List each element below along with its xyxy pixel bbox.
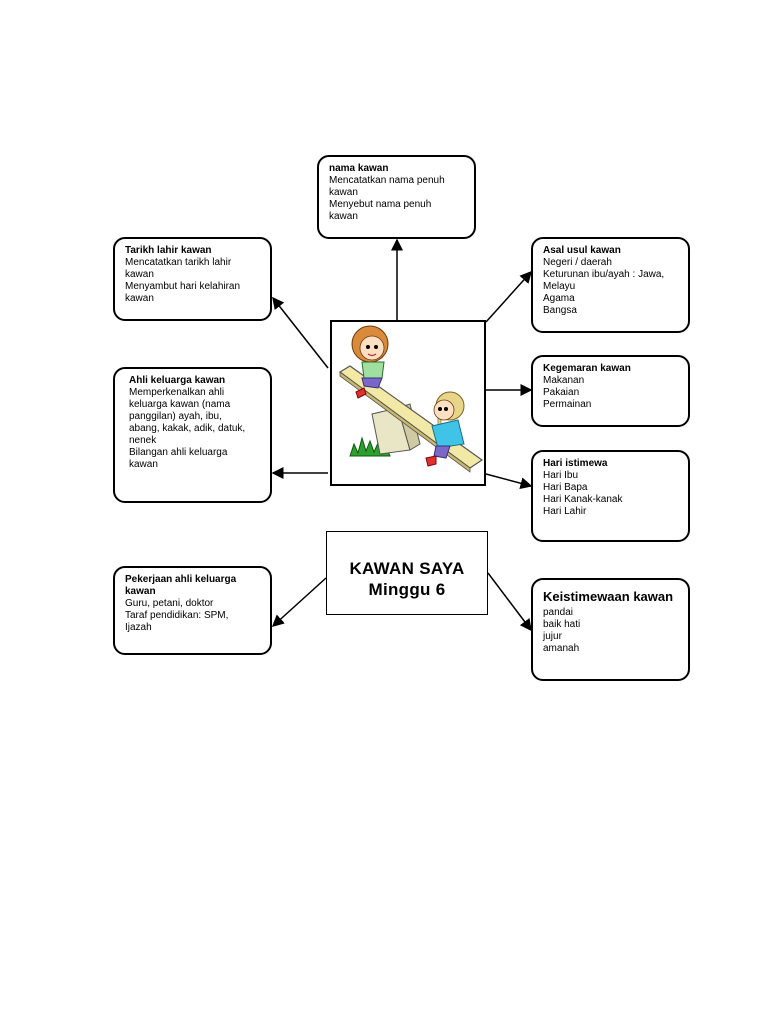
box-line: jujur (543, 631, 562, 642)
box-line: keluarga kawan (nama (129, 399, 231, 410)
box-line: Melayu (543, 281, 576, 292)
box-line: Guru, petani, doktor (125, 598, 214, 609)
box-line: Makanan (543, 375, 585, 386)
seesaw-children-image (338, 325, 484, 473)
box-line: Mencatatkan nama penuh (329, 175, 445, 186)
box-line: amanah (543, 643, 580, 654)
box-line: Hari Bapa (543, 482, 588, 493)
box-ahli-keluarga: Ahli keluarga kawan Memperkenalkan ahli … (113, 367, 272, 503)
box-asal-usul: Asal usul kawan Negeri / daerah Keturuna… (531, 237, 690, 333)
box-kegemaran: Kegemaran kawan Makanan Pakaian Permaina… (531, 355, 690, 427)
box-line: nenek (129, 435, 157, 446)
box-title: Tarikh lahir kawan (125, 245, 212, 256)
box-line: baik hati (543, 619, 581, 630)
box-line: kawan (329, 187, 358, 198)
box-title: Kegemaran kawan (543, 363, 631, 374)
box-line: panggilan) ayah, ibu, (129, 411, 222, 422)
box-line: Menyambut hari kelahiran (125, 281, 241, 292)
box-hari-istimewa: Hari istimewa Hari Ibu Hari Bapa Hari Ka… (531, 450, 690, 542)
box-line: Mencatatkan tarikh lahir (125, 257, 232, 268)
box-line: Bangsa (543, 305, 577, 316)
box-line: Hari Ibu (543, 470, 579, 481)
arrow-to-asal (485, 270, 533, 323)
box-title: Hari istimewa (543, 458, 608, 469)
box-line: Taraf pendidikan: SPM, (125, 610, 229, 621)
box-line: abang, kakak, adik, datuk, (129, 423, 246, 434)
central-title: KAWAN SAYA (349, 559, 465, 578)
box-title: Ahli keluarga kawan (129, 375, 226, 386)
box-line: kawan (129, 459, 158, 470)
box-line: Bilangan ahli keluarga (129, 447, 228, 458)
box-pekerjaan: Pekerjaan ahli keluarga kawan Guru, peta… (113, 566, 272, 655)
box-line: Ijazah (125, 622, 152, 633)
box-line: Hari Lahir (543, 506, 587, 517)
box-line: Negeri / daerah (543, 257, 612, 268)
box-tarikh-lahir: Tarikh lahir kawan Mencatatkan tarikh la… (113, 237, 272, 321)
box-nama-kawan: nama kawan Mencatatkan nama penuh kawan … (317, 155, 476, 239)
arrow-to-tarikh (272, 296, 329, 369)
box-line: Keturunan ibu/ayah : Jawa, (543, 269, 665, 280)
box-title: Asal usul kawan (543, 245, 621, 256)
box-title-cont: kawan (125, 586, 156, 597)
arrow-to-keistimewaan (487, 572, 532, 632)
box-title: Pekerjaan ahli keluarga (125, 574, 237, 585)
arrow-to-hari (485, 473, 533, 490)
box-line: Hari Kanak-kanak (543, 494, 623, 505)
central-subtitle: Minggu 6 (368, 580, 446, 599)
box-keistimewaan: Keistimewaan kawan pandai baik hati juju… (531, 578, 690, 681)
box-line: Menyebut nama penuh (329, 199, 432, 210)
box-line: kawan (329, 211, 358, 222)
seesaw-illustration (330, 320, 486, 486)
box-line: kawan (125, 293, 154, 304)
box-line: Pakaian (543, 387, 580, 398)
box-title: Keistimewaan kawan (543, 589, 674, 604)
box-line: Permainan (543, 399, 592, 410)
central-title-box: KAWAN SAYA Minggu 6 (326, 531, 488, 615)
box-line: pandai (543, 607, 574, 618)
box-line: Memperkenalkan ahli (129, 387, 225, 398)
box-line: Agama (543, 293, 575, 304)
box-line: kawan (125, 269, 154, 280)
arrow-to-pekerjaan (271, 577, 327, 628)
box-title: nama kawan (329, 163, 389, 174)
